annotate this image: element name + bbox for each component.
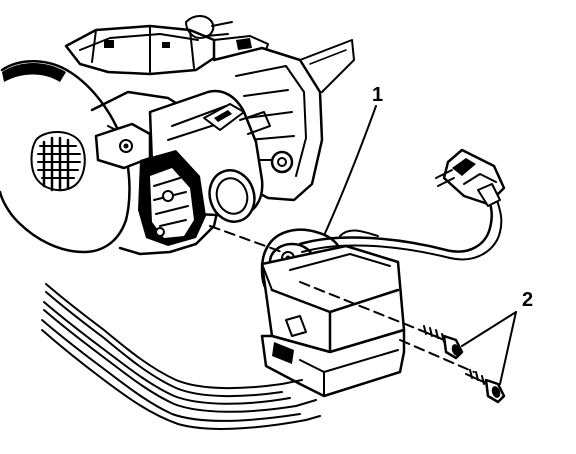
ignition-switch [260,228,406,398]
wiring-harness [41,283,321,430]
steering-column-housing [0,15,355,256]
switch-pigtail [298,194,503,261]
callout-number-2: 2 [522,289,534,311]
callout-leader-1 [321,105,377,241]
switch-mounting-cavity [138,150,206,246]
callout-number-1: 1 [372,84,384,106]
screw-lower [465,369,506,404]
electrical-connector [435,148,506,207]
mounting-bracket [64,15,269,76]
alignment-lines [209,225,475,373]
callout-leader-2 [461,311,517,385]
screw-upper [419,325,464,360]
splined-shaft [30,131,86,192]
